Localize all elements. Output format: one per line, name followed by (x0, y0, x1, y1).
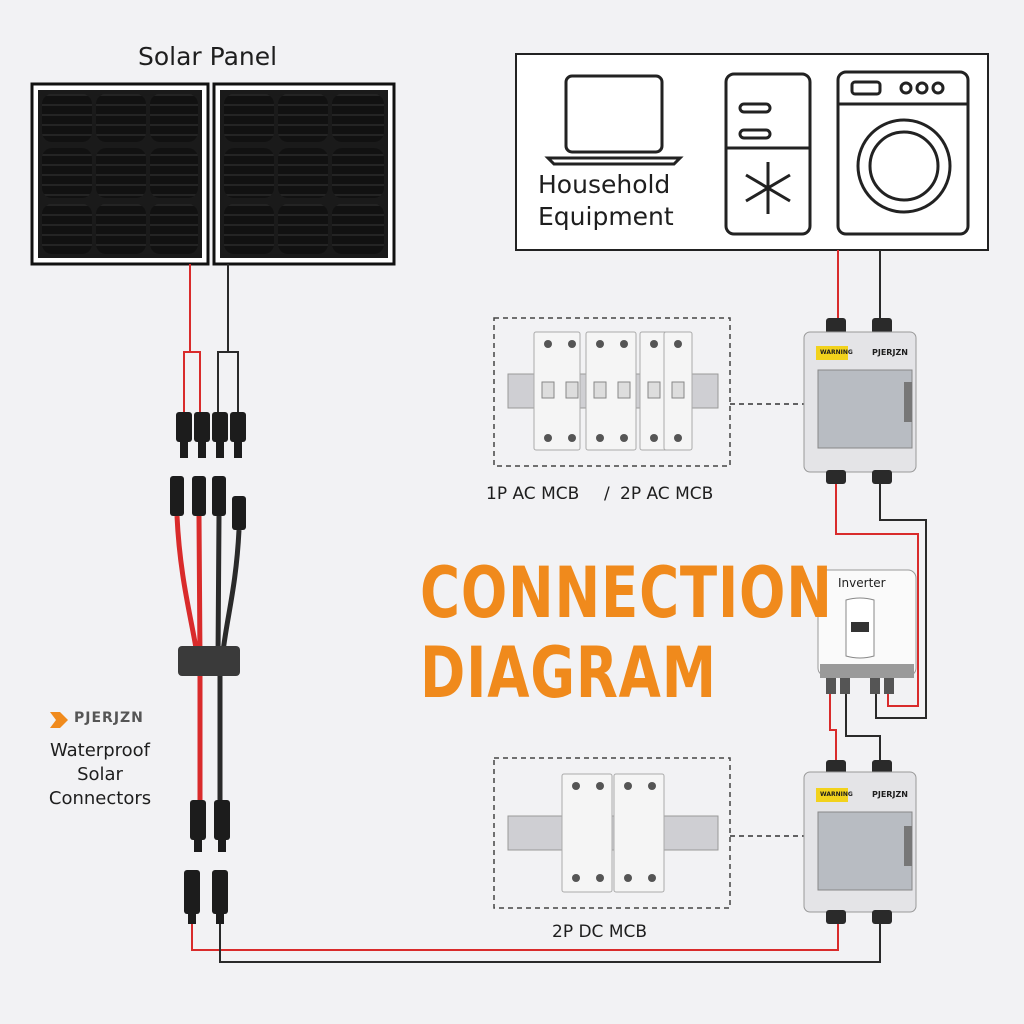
inverter-device (817, 569, 917, 694)
solar-panel-right (212, 82, 396, 266)
system-wiring (191, 250, 927, 963)
box-warning-upper: WARNING (820, 349, 853, 356)
brand-logo-icon (50, 712, 68, 728)
ac-distribution-box (803, 318, 917, 484)
inverter-label: Inverter (838, 576, 886, 590)
washing-machine-icon (836, 70, 970, 236)
household-equipment-box (515, 53, 989, 251)
ac-mcb-separator: / (604, 484, 610, 504)
laptop-icon (544, 74, 684, 166)
household-line1: Household (538, 170, 671, 199)
brand-name: PJERJZN (74, 710, 144, 726)
bottom-connectors (184, 870, 228, 924)
dc-mcb-image (493, 757, 731, 909)
solar-panel-left (30, 82, 210, 266)
household-line2: Equipment (538, 202, 674, 231)
fridge-icon (724, 72, 812, 236)
ac-mcb-2p-label: 2P AC MCB (620, 484, 714, 504)
panel-wires (183, 264, 239, 412)
title-line2: DIAGRAM (420, 632, 717, 714)
panel-connectors (176, 412, 246, 458)
dc-mcb-label: 2P DC MCB (552, 922, 648, 942)
box-brand-upper: PJERJZN (872, 348, 908, 357)
dc-distribution-box (803, 760, 917, 924)
title-line1: CONNECTION (420, 552, 833, 634)
box-brand-lower: PJERJZN (872, 790, 908, 799)
ac-mcb-image (493, 317, 731, 467)
ac-mcb-1p-label: 1P AC MCB (486, 484, 580, 504)
branch-cable (170, 476, 246, 852)
connectors-line3: Connectors (48, 788, 152, 809)
connectors-line1: Waterproof (49, 740, 150, 761)
solar-panel-label: Solar Panel (138, 42, 278, 71)
connectors-line2: Solar (77, 764, 123, 785)
box-warning-lower: WARNING (820, 791, 853, 798)
